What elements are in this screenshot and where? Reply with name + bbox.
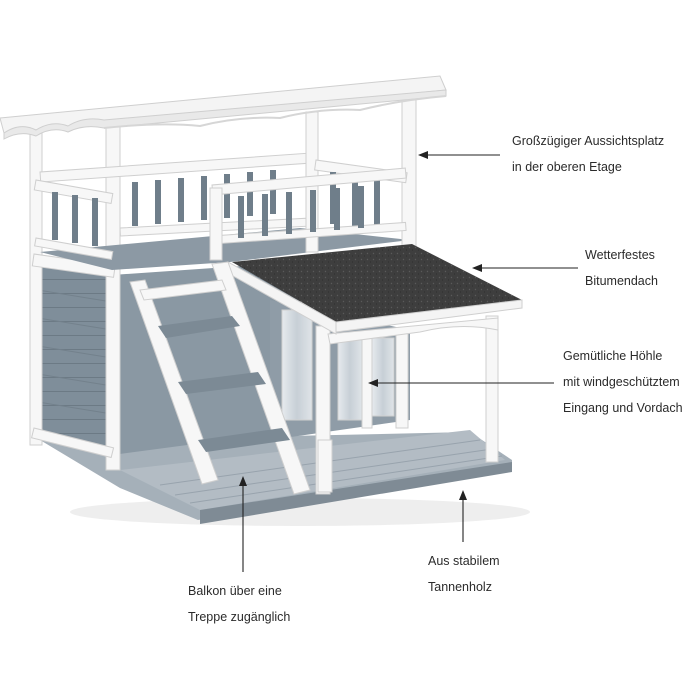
label-balcony-stairs: Balkon über eine Treppe zugänglich (188, 578, 290, 630)
arrow-wood (459, 490, 467, 542)
back-lower-wall (112, 262, 300, 455)
door-window-2 (371, 337, 395, 417)
arrow-top (418, 151, 500, 159)
label-cozy-cave: Gemütliche Höhle mit windgeschütztem Ein… (563, 343, 683, 421)
cat-house-illustration (0, 75, 530, 526)
label-line: Gemütliche Höhle (563, 349, 663, 363)
side-window (281, 309, 313, 421)
label-fir-wood: Aus stabilem Tannenholz (428, 548, 500, 600)
label-line: mit windgeschütztem (563, 375, 680, 389)
label-line: Großzügiger Aussichtsplatz (512, 134, 665, 148)
cave-post-right (395, 331, 409, 429)
bitumen-roof (225, 244, 523, 335)
label-line: Aus stabilem (428, 554, 500, 568)
label-line: Balkon über eine (188, 584, 282, 598)
label-viewing-platform: Großzügiger Aussichtsplatz in der oberen… (512, 128, 664, 180)
arrow-cave (368, 379, 554, 387)
porch-arch (327, 317, 499, 345)
callout-arrows (239, 151, 578, 572)
label-line: Treppe zugänglich (188, 610, 291, 624)
door-window (337, 339, 363, 421)
front-railing (209, 167, 407, 261)
porch-base-post (317, 439, 333, 493)
base-floor-edge (200, 462, 512, 524)
label-line: in der oberen Etage (512, 160, 622, 174)
left-wall-planks (37, 289, 113, 415)
arrow-balcony (239, 476, 247, 572)
left-lower-wall (38, 262, 112, 455)
label-line: Wetterfestes (585, 248, 655, 262)
bottom-rail-left (30, 427, 115, 459)
label-line: Tannenholz (428, 580, 492, 594)
label-line: Bitumendach (585, 274, 658, 288)
label-line: Eingang und Vordach (563, 401, 683, 415)
top-roof (0, 75, 447, 140)
porch-post (485, 315, 499, 463)
left-railing (33, 179, 114, 261)
arrow-roof (472, 264, 578, 272)
label-bitumen-roof: Wetterfestes Bitumendach (585, 242, 658, 294)
staircase (129, 261, 311, 495)
